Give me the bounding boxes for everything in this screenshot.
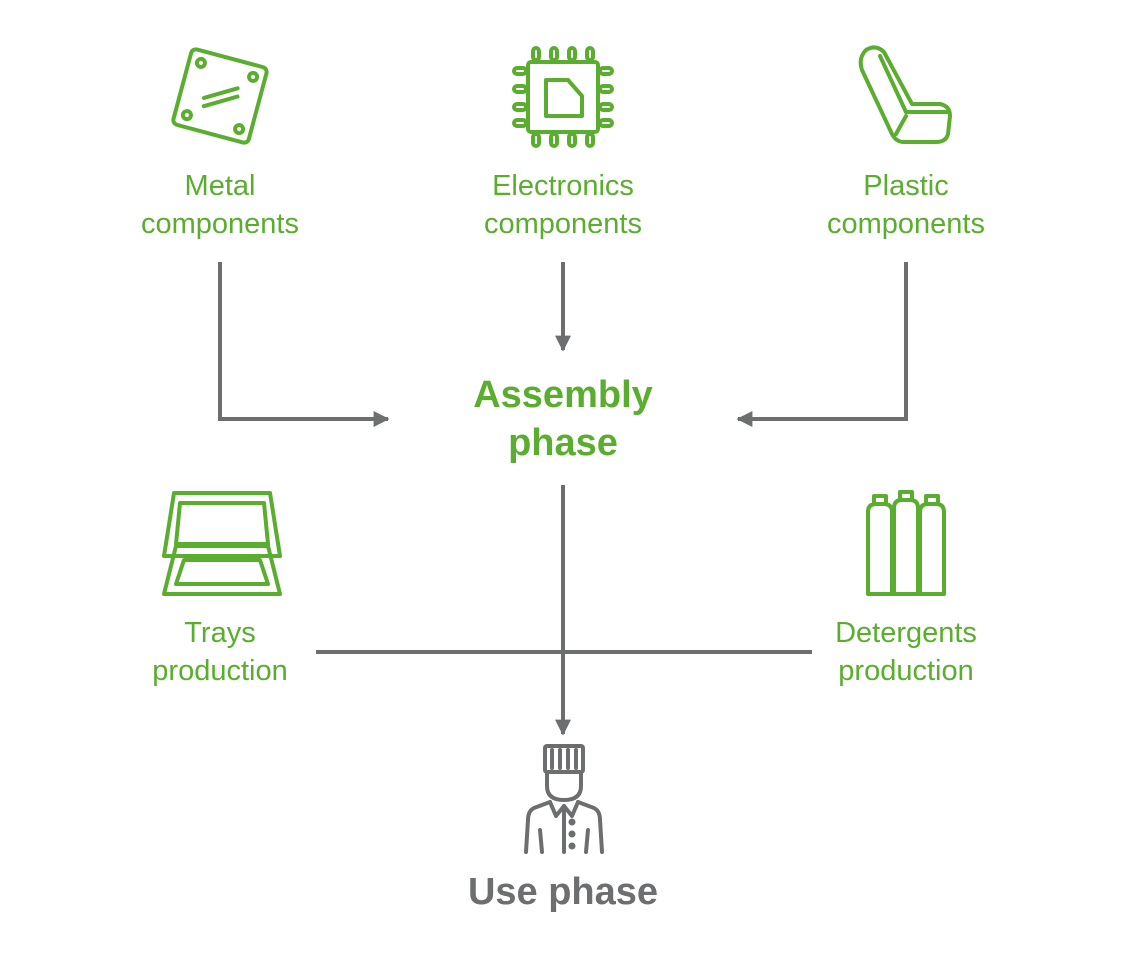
detergents-production-label: Detergents production — [791, 614, 1021, 690]
electronics-components-label: Electronics components — [448, 167, 678, 243]
metal-label-line2: components — [141, 208, 299, 240]
metal-plate-icon — [171, 47, 269, 145]
trays-production-label: Trays production — [120, 614, 320, 690]
assembly-phase-label: Assembly phase — [413, 371, 713, 467]
stacked-trays-icon — [162, 491, 282, 596]
use-phase-label: Use phase — [413, 868, 713, 916]
electronics-label-line1: Electronics — [492, 170, 634, 202]
metal-to-assembly-arrow — [218, 262, 390, 427]
plastic-components-label: Plastic components — [791, 167, 1021, 243]
plastic-to-assembly-arrow — [736, 262, 908, 427]
plastic-seat-icon — [858, 45, 952, 144]
use-label-text: Use phase — [467, 871, 659, 913]
assembly-label-line2: phase — [508, 422, 618, 464]
metal-label-line1: Metal — [184, 170, 256, 202]
electronics-label-line2: components — [484, 208, 642, 240]
plastic-label-line2: components — [827, 208, 985, 240]
detergents-label-line2: production — [838, 655, 974, 687]
detergent-bottles-icon — [866, 490, 946, 596]
assembly-label-line1: Assembly — [473, 374, 653, 416]
chef-icon — [524, 744, 604, 854]
metal-components-label: Metal components — [120, 167, 320, 243]
plastic-label-line1: Plastic — [863, 170, 949, 202]
trays-label-line1: Trays — [184, 617, 256, 649]
trays-label-line2: production — [152, 655, 288, 687]
detergents-label-line1: Detergents — [835, 617, 977, 649]
microchip-icon — [512, 46, 614, 148]
